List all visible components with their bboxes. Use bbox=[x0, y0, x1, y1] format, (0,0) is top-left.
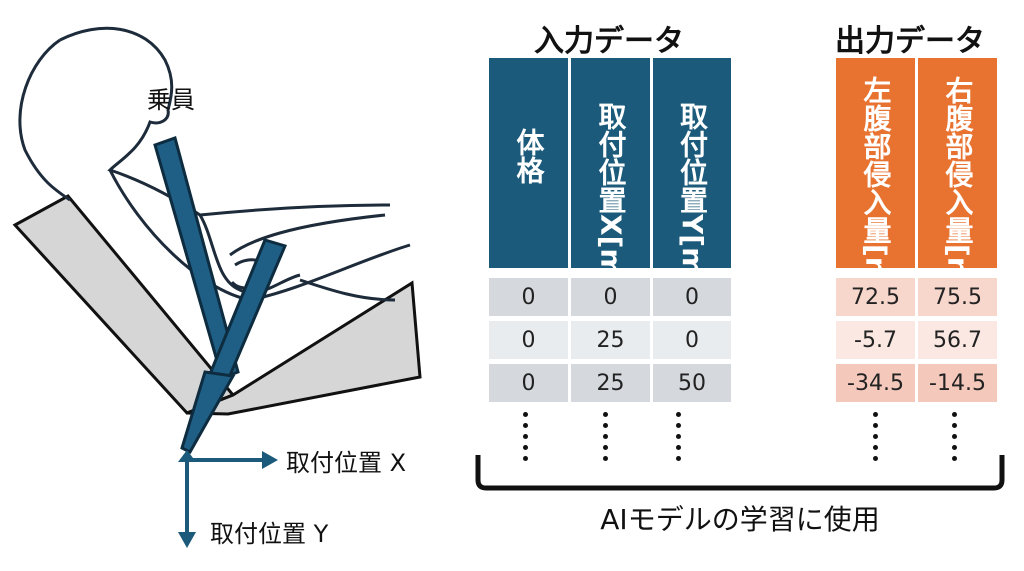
table-cell: -34.5 bbox=[836, 364, 915, 402]
output-column-header: 左腹部侵入量[mm] bbox=[836, 58, 915, 328]
belt-buckle bbox=[180, 370, 236, 454]
table-cell: 0 bbox=[489, 321, 568, 359]
table-cell: 25 bbox=[571, 321, 650, 359]
continuation-dots bbox=[952, 412, 958, 467]
table-cell: 50 bbox=[653, 364, 731, 402]
y-arrow-head bbox=[178, 532, 196, 548]
input-column-header: 取付位置X[mm] bbox=[571, 58, 650, 320]
mount-y-label: 取付位置 Y bbox=[210, 520, 329, 548]
table-cell: 0 bbox=[571, 278, 650, 316]
table-cell: 0 bbox=[653, 321, 731, 359]
input-column-header: 体格 bbox=[489, 58, 568, 268]
occupant-outline bbox=[59, 26, 391, 217]
column-label: 体格 bbox=[512, 128, 546, 184]
seat-cushion bbox=[186, 280, 422, 416]
table-cell: 25 bbox=[571, 364, 650, 402]
output-data-title: 出力データ bbox=[835, 24, 985, 59]
shoulder-belt bbox=[153, 136, 240, 380]
output-column-header: 右腹部侵入量[mm] bbox=[918, 58, 997, 328]
input-data-title: 入力データ bbox=[534, 24, 684, 59]
input-column-header: 取付位置Y[mm] bbox=[653, 58, 731, 318]
table-cell: 0 bbox=[489, 278, 568, 316]
continuation-dots bbox=[676, 412, 682, 467]
continuation-dots bbox=[523, 412, 529, 467]
table-cell: 75.5 bbox=[918, 278, 997, 316]
table-cell: 56.7 bbox=[918, 321, 997, 359]
x-arrow-head bbox=[262, 451, 278, 469]
mount-x-label: 取付位置 X bbox=[286, 449, 407, 477]
occupant-label: 乗員 bbox=[147, 86, 195, 114]
grouping-bracket bbox=[475, 455, 1005, 491]
table-cell: 0 bbox=[653, 278, 731, 316]
continuation-dots bbox=[603, 412, 609, 467]
table-cell: 0 bbox=[489, 364, 568, 402]
table-cell: -5.7 bbox=[836, 321, 915, 359]
continuation-dots bbox=[873, 412, 879, 467]
caption: AIモデルの学習に使用 bbox=[600, 503, 880, 536]
table-cell: 72.5 bbox=[836, 278, 915, 316]
occupant-illustration bbox=[12, 26, 422, 548]
table-cell: -14.5 bbox=[918, 364, 997, 402]
